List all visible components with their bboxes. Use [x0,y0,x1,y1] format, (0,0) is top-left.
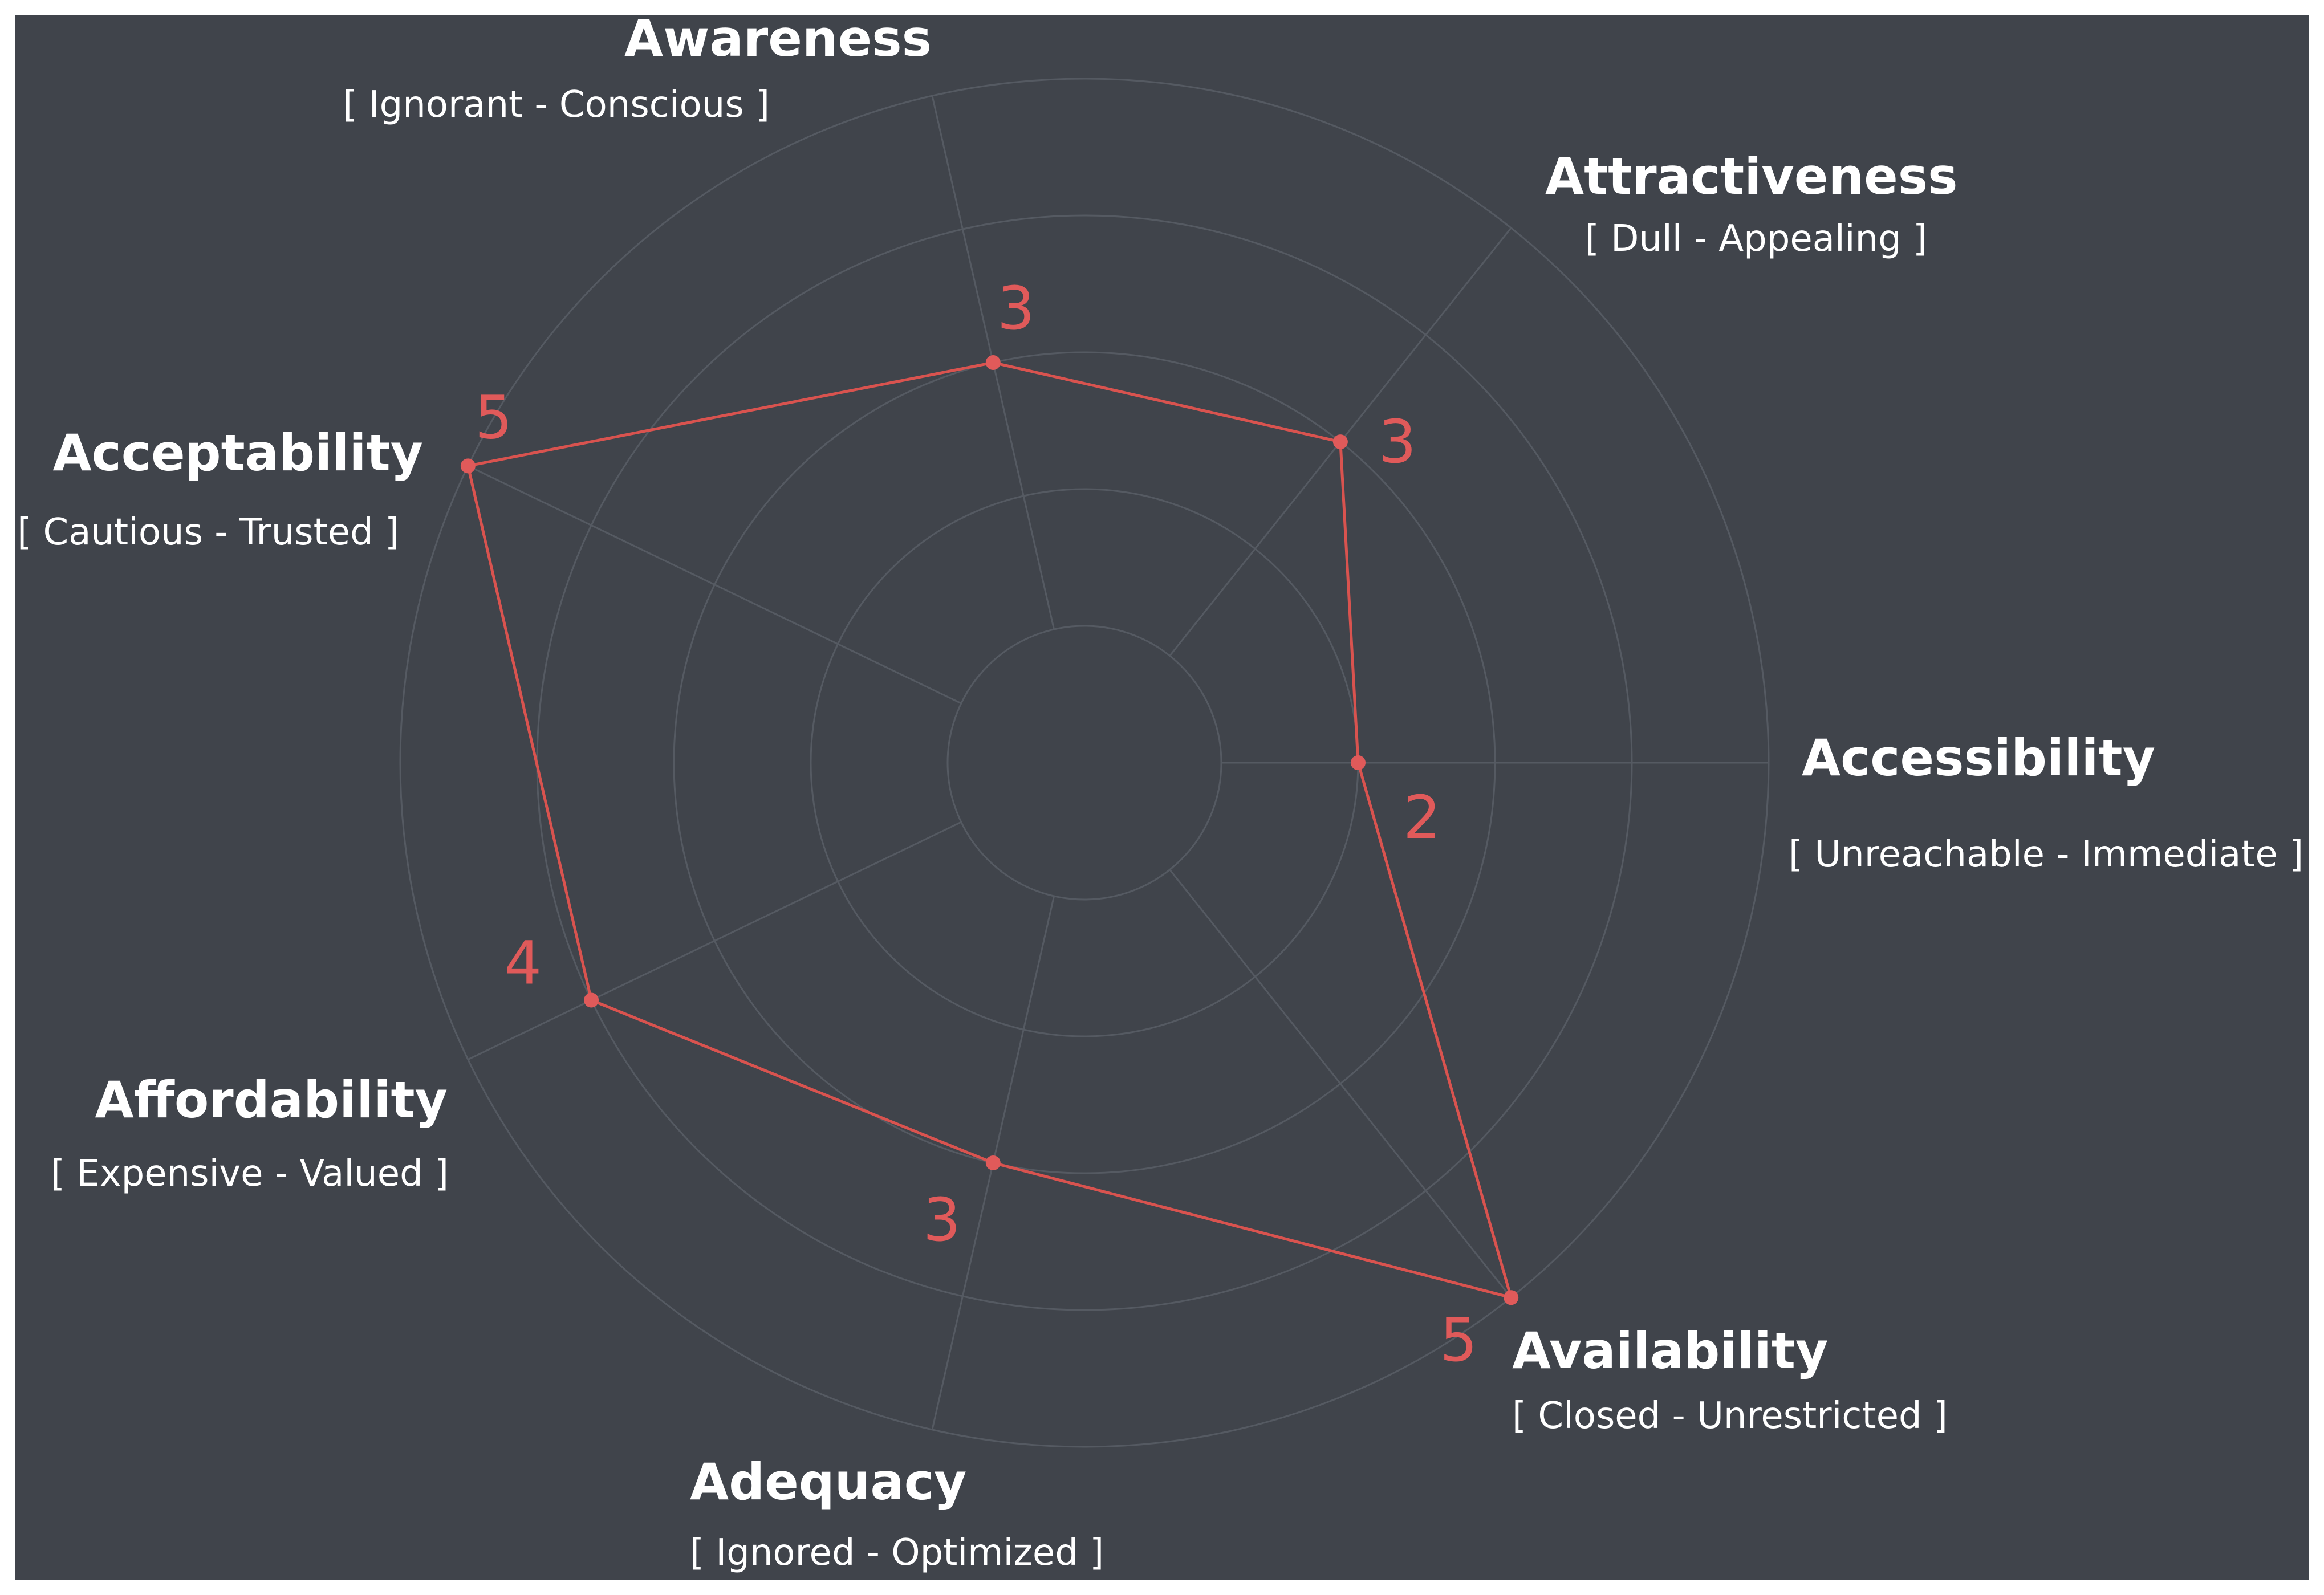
axis-range-awareness: [ Ignorant - Conscious ] [343,84,770,126]
axis-title-availability: Availability [1512,1321,1828,1380]
value-label-availability: 5 [1440,1305,1477,1375]
value-label-acceptability: 5 [475,383,513,452]
axis-title-acceptability: Acceptability [53,424,423,482]
axis-range-attractiveness: [ Dull - Appealing ] [1585,218,1927,260]
value-label-accessibility: 2 [1403,783,1441,852]
axis-title-adequacy: Adequacy [690,1452,966,1511]
axis-range-availability: [ Closed - Unrestricted ] [1512,1395,1948,1437]
value-label-adequacy: 3 [923,1185,961,1255]
data-point-availability [1504,1290,1519,1305]
spoke-acceptability [468,465,962,705]
series-polygon [466,361,1513,1299]
axis-title-affordability: Affordability [95,1071,448,1129]
axis-range-adequacy: [ Ignored - Optimized ] [690,1532,1104,1574]
value-label-awareness: 3 [997,274,1035,343]
data-point-awareness [985,355,1001,371]
axis-range-accessibility: [ Unreachable - Immediate ] [1789,833,2303,876]
spoke-availability [1169,869,1512,1299]
series-layer [466,361,1513,1299]
axis-title-awareness: Awareness [624,9,932,68]
axis-title-attractiveness: Attractiveness [1545,147,1958,206]
data-point-attractiveness [1332,434,1348,450]
axis-title-accessibility: Accessibility [1802,729,2155,787]
data-point-acceptability [460,458,476,474]
value-labels: 2 3 3 5 4 3 5 [475,274,1478,1375]
axis-range-acceptability: [ Cautious - Trusted ] [17,511,399,554]
axis-range-affordability: [ Expensive - Valued ] [51,1153,449,1195]
spoke-affordability [468,821,962,1061]
data-point-affordability [584,992,599,1008]
data-point-adequacy [985,1155,1001,1170]
axis-spokes [468,95,1769,1430]
series-points [460,355,1519,1305]
data-point-accessibility [1351,755,1366,770]
value-label-affordability: 4 [504,929,542,998]
chart-background [15,15,2309,1580]
axis-labels: Accessibility [ Unreachable - Immediate ]… [17,9,2303,1574]
value-label-attractiveness: 3 [1379,407,1416,477]
